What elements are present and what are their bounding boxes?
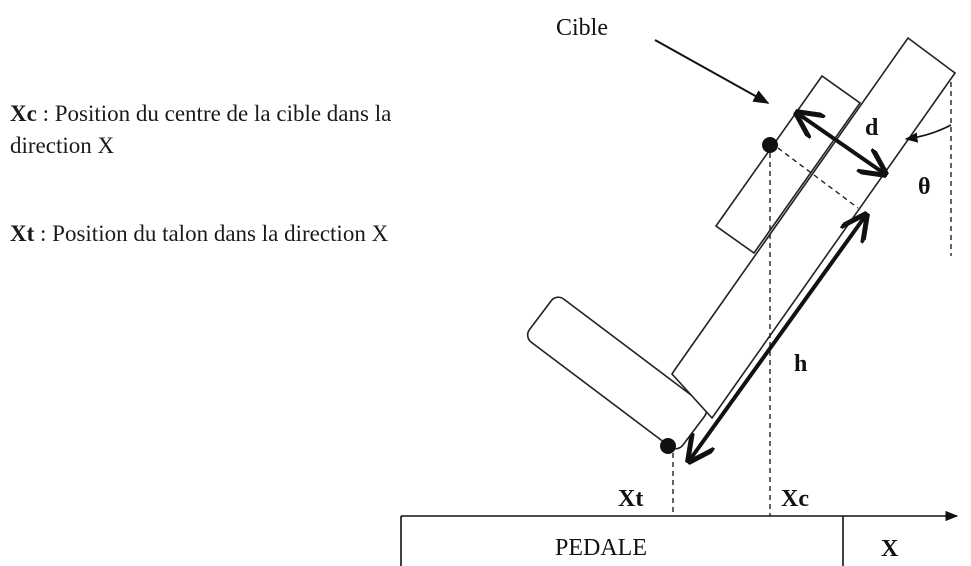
theta-label: θ [918,174,931,200]
target-center-dot [762,137,778,153]
pedale-label: PEDALE [555,535,647,561]
heel-dot [660,438,676,454]
legend-xc: Xc : Position du centre de la cible dans… [10,98,430,162]
xt-label: Xt [618,486,643,512]
cible-pointer-arrow [654,39,770,104]
x-axis-label: X [881,536,899,562]
xc-label: Xc [781,486,809,512]
legend-xt-symbol: Xt [10,221,35,246]
legend-xt-text: : Position du talon dans la direction X [34,221,389,246]
d-label: d [865,115,879,141]
h-label: h [794,351,807,377]
cible-label: Cible [556,15,608,41]
legend-xt: Xt : Position du talon dans la direction… [10,218,430,250]
h-dimension-arrow [689,215,866,461]
legend-xc-symbol: Xc [10,101,37,126]
theta-angle-arc [904,124,952,143]
d-dimension-arrow [797,113,885,174]
legend-xc-text: : Position du centre de la cible dans la… [10,101,392,158]
